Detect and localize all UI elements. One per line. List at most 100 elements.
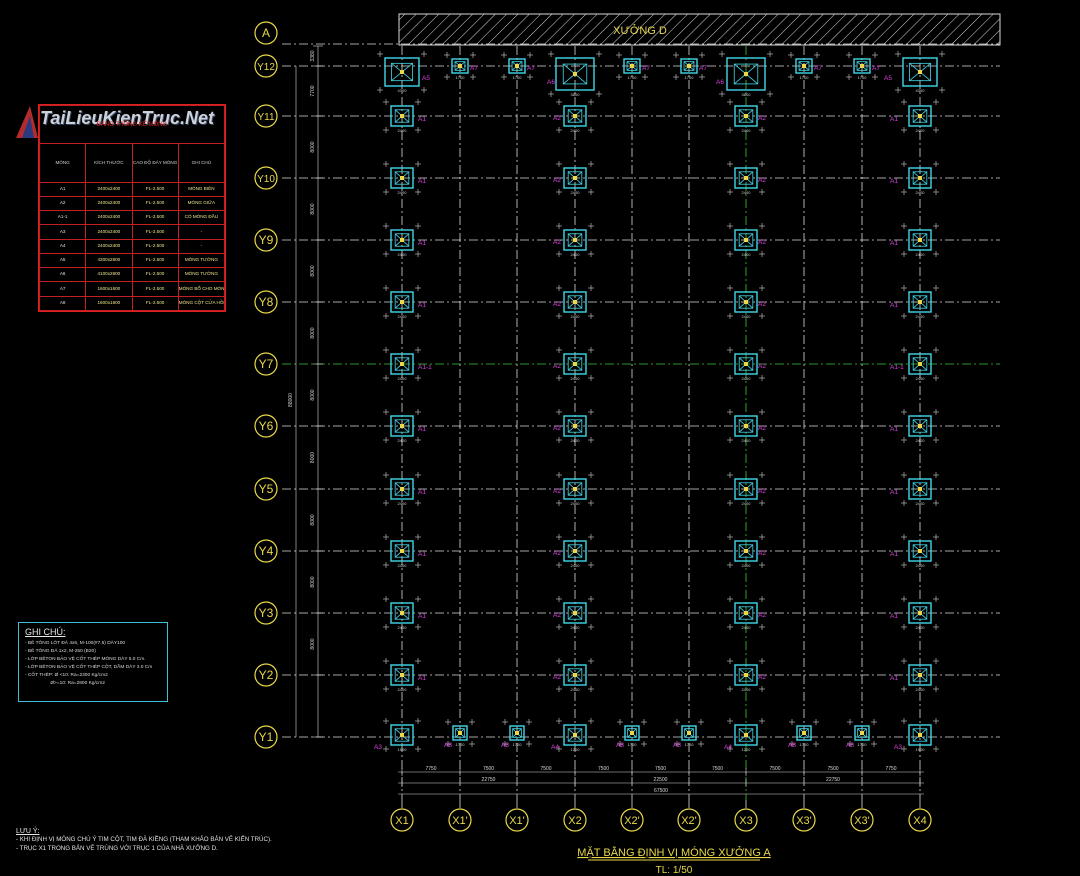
footing-tag: A1 xyxy=(890,551,898,558)
footing-column xyxy=(738,606,754,620)
footnote: LƯU Ý: - KHI ĐỊNH VỊ MÓNG CHÚ Ý TIM CỘT,… xyxy=(16,828,346,853)
schedule-cell: FL-2.500 xyxy=(131,252,179,269)
footing-column xyxy=(912,668,928,682)
footing-tag: A1 xyxy=(890,675,898,682)
notes-box: GHI CHÚ: - BÊ TÔNG LÓT ĐÁ 4x6, M-100(#7.… xyxy=(18,622,168,702)
axis-label-row: Y4 xyxy=(259,544,274,558)
footing-column xyxy=(626,61,638,71)
footing-dim: 1200 xyxy=(742,747,752,752)
footing-column xyxy=(567,728,583,742)
footing-column xyxy=(394,233,410,247)
footing-dim: 2400 xyxy=(398,501,408,506)
schedule-header: GHI CHÚ xyxy=(177,143,226,183)
schedule-cell: 1600x1600 xyxy=(85,295,133,312)
footing-dim: 1700 xyxy=(800,742,810,747)
axis-label-col: X1 xyxy=(395,815,408,827)
axis-bubble-col xyxy=(448,808,472,832)
footing-column xyxy=(567,109,583,123)
footing-tag: A2 xyxy=(553,301,561,308)
footing-tag: A6 xyxy=(716,79,724,86)
footing-dim: 2400 xyxy=(916,190,926,195)
axis-bubble-col xyxy=(850,808,874,832)
footing-tag: A8 xyxy=(616,742,624,749)
axis-bubble-row xyxy=(254,21,278,45)
schedule-cell: FL-2.500 xyxy=(131,267,179,283)
footing-column xyxy=(912,482,928,496)
schedule-cell: FL-2.500 xyxy=(131,224,179,240)
footing-dim: 2400 xyxy=(742,190,752,195)
axis-bubble-col xyxy=(908,808,932,832)
column-core xyxy=(744,300,748,304)
dim-text-left-total: 88000 xyxy=(288,393,294,407)
footing-dim: 1700 xyxy=(513,742,523,747)
footing-tag: A2 xyxy=(553,115,561,122)
schedule-cell: CÓ MÓNG ĐẦU xyxy=(177,210,226,226)
footing-dim: 2400 xyxy=(742,625,752,630)
footing-dim: 4300 xyxy=(398,88,408,93)
axis-bubble-row xyxy=(254,54,278,78)
schedule-cell: MÓNG BỔ CHO MÓNG KHUNG xyxy=(177,281,226,297)
footing-tag: A2 xyxy=(758,115,766,122)
schedule-cell: 2400x2400 xyxy=(85,195,133,212)
footing-dim: 2400 xyxy=(571,687,581,692)
footing-outline xyxy=(908,105,932,127)
footings: A12400A22400A22400A12400A12400A22400A224… xyxy=(374,51,945,752)
axis-bubble-col xyxy=(505,808,529,832)
column-core xyxy=(918,611,922,615)
column-core xyxy=(573,300,577,304)
footing-column xyxy=(912,728,928,742)
footing-dim: 4300 xyxy=(916,88,926,93)
column-core xyxy=(744,733,748,737)
dimension-lines: 3380770080008000800080008000800080008000… xyxy=(288,45,924,795)
schedule-cell: - xyxy=(177,238,226,254)
column-core xyxy=(400,611,404,615)
notes-line: - CỐT THÉP: Ø <10: Ra=2300 Kg/cm2 xyxy=(25,673,108,678)
footing-outline xyxy=(563,229,587,251)
footing-dim: 2400 xyxy=(571,563,581,568)
schedule-cell: MÓNG TƯỜNG xyxy=(177,252,226,269)
footing-dim: 1700 xyxy=(456,742,466,747)
footing-tag: A1 xyxy=(418,489,426,496)
footing-outline xyxy=(734,664,758,686)
schedule-cell: A4 xyxy=(38,238,87,254)
footing-dim: 1700 xyxy=(456,75,466,80)
footing-tag: A2 xyxy=(553,425,561,432)
dim-text-bottom: 7500 xyxy=(598,766,609,772)
footing-outline xyxy=(390,229,414,251)
grid-lines xyxy=(282,43,1000,800)
footing-dim: 1200 xyxy=(571,747,581,752)
footing: A1 2400 xyxy=(383,472,426,506)
column-core xyxy=(573,733,577,737)
footing-dim: 1700 xyxy=(513,75,523,80)
footing-outline xyxy=(734,353,758,375)
footing-tag: A1 xyxy=(890,240,898,247)
footing-outline xyxy=(908,167,932,189)
axis-bubble-row xyxy=(254,725,278,749)
footing-dim: 2400 xyxy=(571,625,581,630)
schedule-cell: A1 xyxy=(38,181,87,197)
notes-line: - LỚP BÊTON BẢO VỆ CỐT THÉP CỘT, DẦM DÀY… xyxy=(25,665,153,670)
schedule-cell: 2400x2400 xyxy=(85,224,133,240)
schedule-cell: MÓNG BIÊN xyxy=(177,181,226,197)
axis-label-row: Y10 xyxy=(257,174,275,185)
axis-bubble-row xyxy=(254,166,278,190)
footing-tag: A2 xyxy=(553,363,561,370)
footing-column xyxy=(567,482,583,496)
schedule-cell: FL-2.500 xyxy=(131,181,179,197)
footing-dim: 1700 xyxy=(685,742,695,747)
column-core xyxy=(573,176,577,180)
footing-dim: 1700 xyxy=(858,75,868,80)
